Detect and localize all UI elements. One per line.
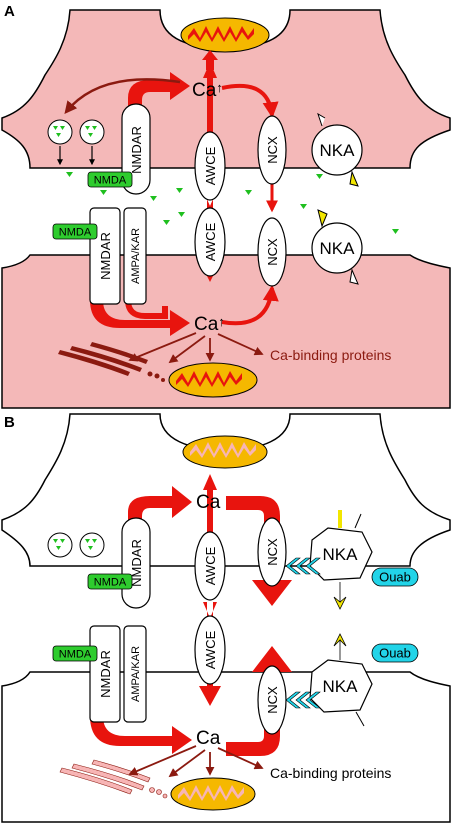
panel-b-letter: B [4, 414, 15, 431]
awce-post-a: AWCE [194, 207, 226, 277]
nmda-tag-post-a: NMDA [52, 223, 98, 240]
ampakar-a-label: AMPA/KAR [130, 228, 142, 284]
ca-binding-proteins-b: Ca-binding proteins [270, 765, 391, 781]
awce-pre-a-label: AWCE [203, 146, 218, 185]
nka-pre-a: NKA [311, 112, 363, 187]
ncx-post-b-label: NCX [265, 686, 280, 714]
ouab-post-b-label: Ouab [379, 646, 411, 661]
awce-pre-a: AWCE [194, 131, 226, 201]
ca-post-b: Ca [196, 728, 221, 749]
ca-pre-b: Ca [196, 492, 221, 513]
awce-post-b-label: AWCE [203, 630, 218, 669]
vesicle-a-2 [79, 119, 105, 145]
awce-post-b: AWCE [194, 615, 226, 685]
nmdar-pre-b: NMDAR [121, 517, 151, 609]
ouab-tag-post-b: Ouab [371, 643, 419, 663]
nmda-tag-post-b-label: NMDA [59, 649, 92, 661]
panel-a-letter: A [4, 3, 15, 20]
awce-pre-b: AWCE [194, 531, 226, 601]
panel-b: B [1, 413, 451, 823]
ouab-tag-pre-b: Ouab [371, 567, 419, 587]
nmdar-pre-b-label: NMDAR [129, 539, 144, 587]
nmdar-pre-a: NMDAR [121, 103, 151, 195]
ouab-pre-b-label: Ouab [379, 570, 411, 585]
awce-post-a-label: AWCE [203, 222, 218, 261]
vesicle-a-1 [47, 119, 73, 145]
nka-post-b: NKA [309, 633, 373, 727]
nka-pre-b-label: NKA [323, 545, 359, 564]
inhibition-chevrons-pre-b [285, 557, 321, 575]
ncx-pre-a: NCX [257, 115, 287, 185]
nmda-tag-pre-a-label: NMDA [94, 175, 127, 187]
ampakar-a: AMPA/KAR [123, 207, 147, 305]
ncx-pre-a-label: NCX [265, 136, 280, 164]
ampakar-b: AMPA/KAR [123, 625, 147, 723]
nmda-tag-pre-a: NMDA [87, 171, 133, 188]
er-stack-a [58, 342, 165, 382]
awce-pre-b-label: AWCE [203, 546, 218, 585]
ncx-post-b: NCX [257, 665, 287, 735]
mitochondrion-pre-a [180, 17, 270, 53]
vesicle-b-1 [47, 532, 73, 558]
ncx-pre-b-label: NCX [265, 538, 280, 566]
nmda-tag-post-a-label: NMDA [59, 227, 92, 239]
mitochondrion-pre-b [182, 435, 268, 469]
nmda-tag-pre-b: NMDA [87, 573, 133, 590]
nmdar-post-a: NMDAR [89, 207, 121, 305]
nmdar-post-a-label: NMDAR [98, 232, 113, 280]
nmda-tag-post-b: NMDA [52, 645, 98, 662]
mitochondrion-post-b [170, 777, 256, 811]
nmdar-post-b-label: NMDAR [98, 650, 113, 698]
nka-post-b-label: NKA [323, 677, 359, 696]
nmda-tag-pre-b-label: NMDA [94, 577, 127, 589]
ca-post-a: Ca↑ [194, 314, 225, 335]
inhibition-chevrons-post-b [285, 691, 321, 709]
er-stack-b [59, 759, 168, 799]
ampakar-b-label: AMPA/KAR [130, 646, 142, 702]
glutamate-cleft-a [66, 172, 399, 234]
nka-pre-a-label: NKA [320, 141, 356, 160]
ncx-post-a: NCX [257, 217, 287, 287]
nka-post-a: NKA [311, 209, 363, 285]
ca-pre-a: Ca↑ [192, 80, 223, 101]
nka-post-a-label: NKA [320, 239, 356, 258]
nka-pre-b: NKA [309, 510, 373, 610]
nmdar-post-b: NMDAR [89, 625, 121, 723]
vesicle-b-2 [79, 532, 105, 558]
ncx-pre-b: NCX [257, 517, 287, 587]
ca-binding-proteins-a: Ca-binding proteins [270, 347, 391, 363]
mitochondrion-post-a [168, 362, 258, 398]
nmdar-pre-a-label: NMDAR [129, 126, 144, 174]
ncx-post-a-label: NCX [265, 238, 280, 266]
panel-a: A [1, 3, 451, 409]
